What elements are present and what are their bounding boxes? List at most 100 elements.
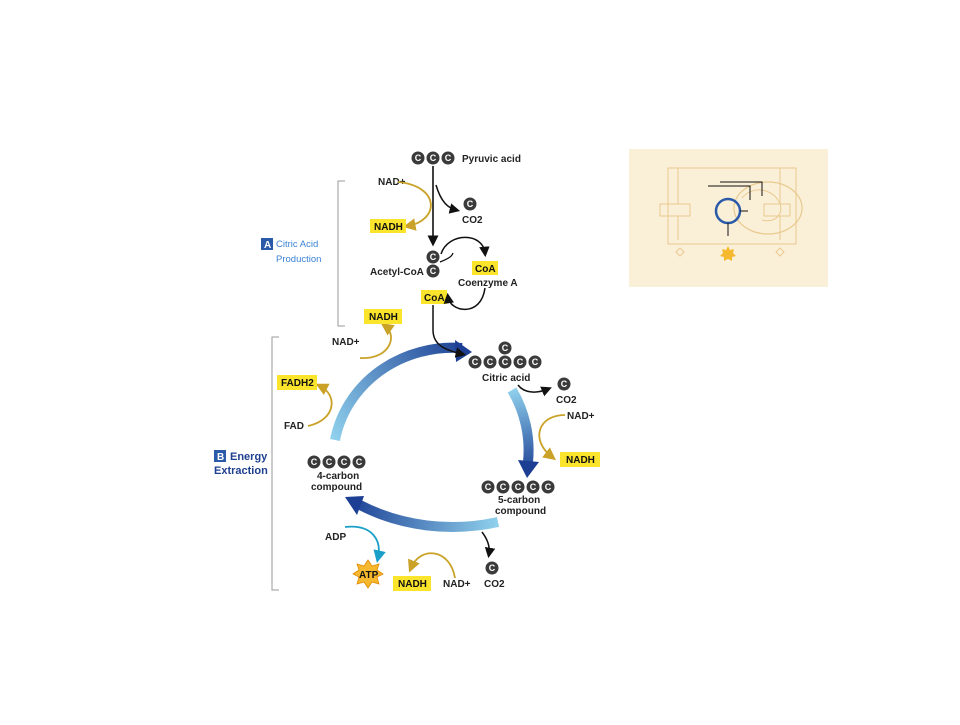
cycle-arrowhead-right xyxy=(518,460,539,478)
co2-release-arrow-citric xyxy=(517,384,552,397)
cycle-arrowhead-bottom xyxy=(345,496,364,515)
svg-text:C: C xyxy=(467,199,474,209)
carbon-atom xyxy=(322,455,336,469)
carbon-atom xyxy=(481,480,495,494)
svg-text:C: C xyxy=(485,482,492,492)
carbon-atom xyxy=(511,480,525,494)
co2-release-arrow-top xyxy=(435,184,461,214)
nad-to-nadh-arrow-bottom xyxy=(408,552,456,579)
nadh-label-top: NADH xyxy=(374,222,403,233)
svg-text:C: C xyxy=(311,457,318,467)
section-a-badge xyxy=(261,238,273,250)
coa-highlight-coenzyme xyxy=(472,261,498,275)
carbon-atom xyxy=(485,561,499,575)
svg-text:C: C xyxy=(430,252,437,262)
svg-text:C: C xyxy=(502,343,509,353)
carbon-atom xyxy=(483,355,497,369)
svg-text:C: C xyxy=(545,482,552,492)
four-carbon-label-line1: 4-carbon xyxy=(317,471,359,482)
five-carbon-label-line2: compound xyxy=(495,506,546,517)
section-b-bracket xyxy=(271,336,279,591)
coenzyme-a-loop-bottom xyxy=(443,287,486,311)
svg-text:C: C xyxy=(415,153,422,163)
section-b-title-line2: Extraction xyxy=(214,465,268,477)
section-b-badge-letter: B xyxy=(217,452,224,463)
carbon-atom xyxy=(352,455,366,469)
svg-text:C: C xyxy=(430,153,437,163)
acetyl-coa-label: Acetyl-CoA xyxy=(370,267,424,278)
cycle-arrow-top xyxy=(330,342,463,441)
nadh-label-left: NADH xyxy=(369,312,398,323)
pyruvic-acid-carbons: C C C xyxy=(411,151,455,165)
five-carbon-label-line1: 5-carbon xyxy=(498,495,540,506)
adp-label: ADP xyxy=(325,532,346,543)
nadh-highlight-right xyxy=(560,452,600,467)
nad-to-nadh-arrow-top xyxy=(397,181,432,231)
carbon-atom xyxy=(426,250,440,264)
svg-text:C: C xyxy=(356,457,363,467)
section-b-title-line1: Energy xyxy=(230,451,268,463)
carbon-atom xyxy=(468,355,482,369)
carbon-atom xyxy=(496,480,510,494)
svg-text:C: C xyxy=(341,457,348,467)
carbon-atom xyxy=(307,455,321,469)
svg-text:C: C xyxy=(445,153,452,163)
svg-text:C: C xyxy=(430,266,437,276)
four-carbon-compound-carbons: C C C C xyxy=(307,455,366,469)
carbon-atom xyxy=(411,151,425,165)
svg-text:C: C xyxy=(472,357,479,367)
coa-label-acetyl: CoA xyxy=(424,293,445,304)
coa-label-coenzyme: CoA xyxy=(475,264,496,275)
carbon-atom xyxy=(541,480,555,494)
carbon-atom xyxy=(528,355,542,369)
carbon-atom xyxy=(463,197,477,211)
citric-acid-carbons: C C C C C C xyxy=(468,341,542,369)
nadh-highlight-left xyxy=(364,309,402,324)
pyruvic-acid-label: Pyruvic acid xyxy=(462,154,521,165)
coenzyme-a-join-line xyxy=(439,252,454,263)
fad-label: FAD xyxy=(284,421,304,432)
nad-to-nadh-arrow-right xyxy=(538,414,566,461)
fadh2-highlight xyxy=(277,375,317,390)
carbon-atom xyxy=(426,151,440,165)
fad-to-fadh2-arrow xyxy=(307,383,333,427)
four-carbon-label-line2: compound xyxy=(311,482,362,493)
co2-label-top: CO2 xyxy=(462,215,483,226)
carbon-atom xyxy=(498,341,512,355)
nad-plus-label-bottom: NAD+ xyxy=(443,579,471,590)
citric-acid-label: Citric acid xyxy=(482,373,530,384)
svg-text:C: C xyxy=(515,482,522,492)
nad-plus-label-top: NAD+ xyxy=(378,177,406,188)
nadh-highlight-top xyxy=(370,219,406,233)
atp-label: ATP xyxy=(359,570,379,581)
nadh-highlight-bottom xyxy=(393,576,431,591)
fadh2-label: FADH2 xyxy=(281,378,314,389)
acetyl-to-citric-arrow xyxy=(432,305,467,358)
svg-text:C: C xyxy=(517,357,524,367)
co2-label-bottom: CO2 xyxy=(484,579,505,590)
svg-text:C: C xyxy=(532,357,539,367)
section-b-badge xyxy=(214,450,226,462)
section-a-badge-letter: A xyxy=(264,240,271,251)
nadh-label-bottom: NADH xyxy=(398,579,427,590)
section-a-title-line1: Citric Acid xyxy=(276,239,318,250)
carbon-atom xyxy=(441,151,455,165)
cycle-arrow-bottom xyxy=(357,500,500,532)
atp-burst-icon xyxy=(352,559,384,589)
svg-text:C: C xyxy=(502,357,509,367)
section-a-title-line2: Production xyxy=(276,254,321,265)
five-carbon-compound-carbons: C C C C C xyxy=(481,480,555,494)
svg-text:C: C xyxy=(326,457,333,467)
mitochondrion-thumbnail-icon xyxy=(629,149,828,287)
coa-highlight-acetyl xyxy=(421,290,447,304)
carbon-atom xyxy=(557,377,571,391)
adp-to-atp-arrow xyxy=(344,525,386,563)
svg-text:C: C xyxy=(561,379,568,389)
coenzyme-a-label: Coenzyme A xyxy=(458,278,518,289)
svg-text:C: C xyxy=(489,563,496,573)
nad-plus-label-left: NAD+ xyxy=(332,337,360,348)
nad-to-nadh-arrow-left xyxy=(359,323,395,359)
carbon-atom xyxy=(513,355,527,369)
